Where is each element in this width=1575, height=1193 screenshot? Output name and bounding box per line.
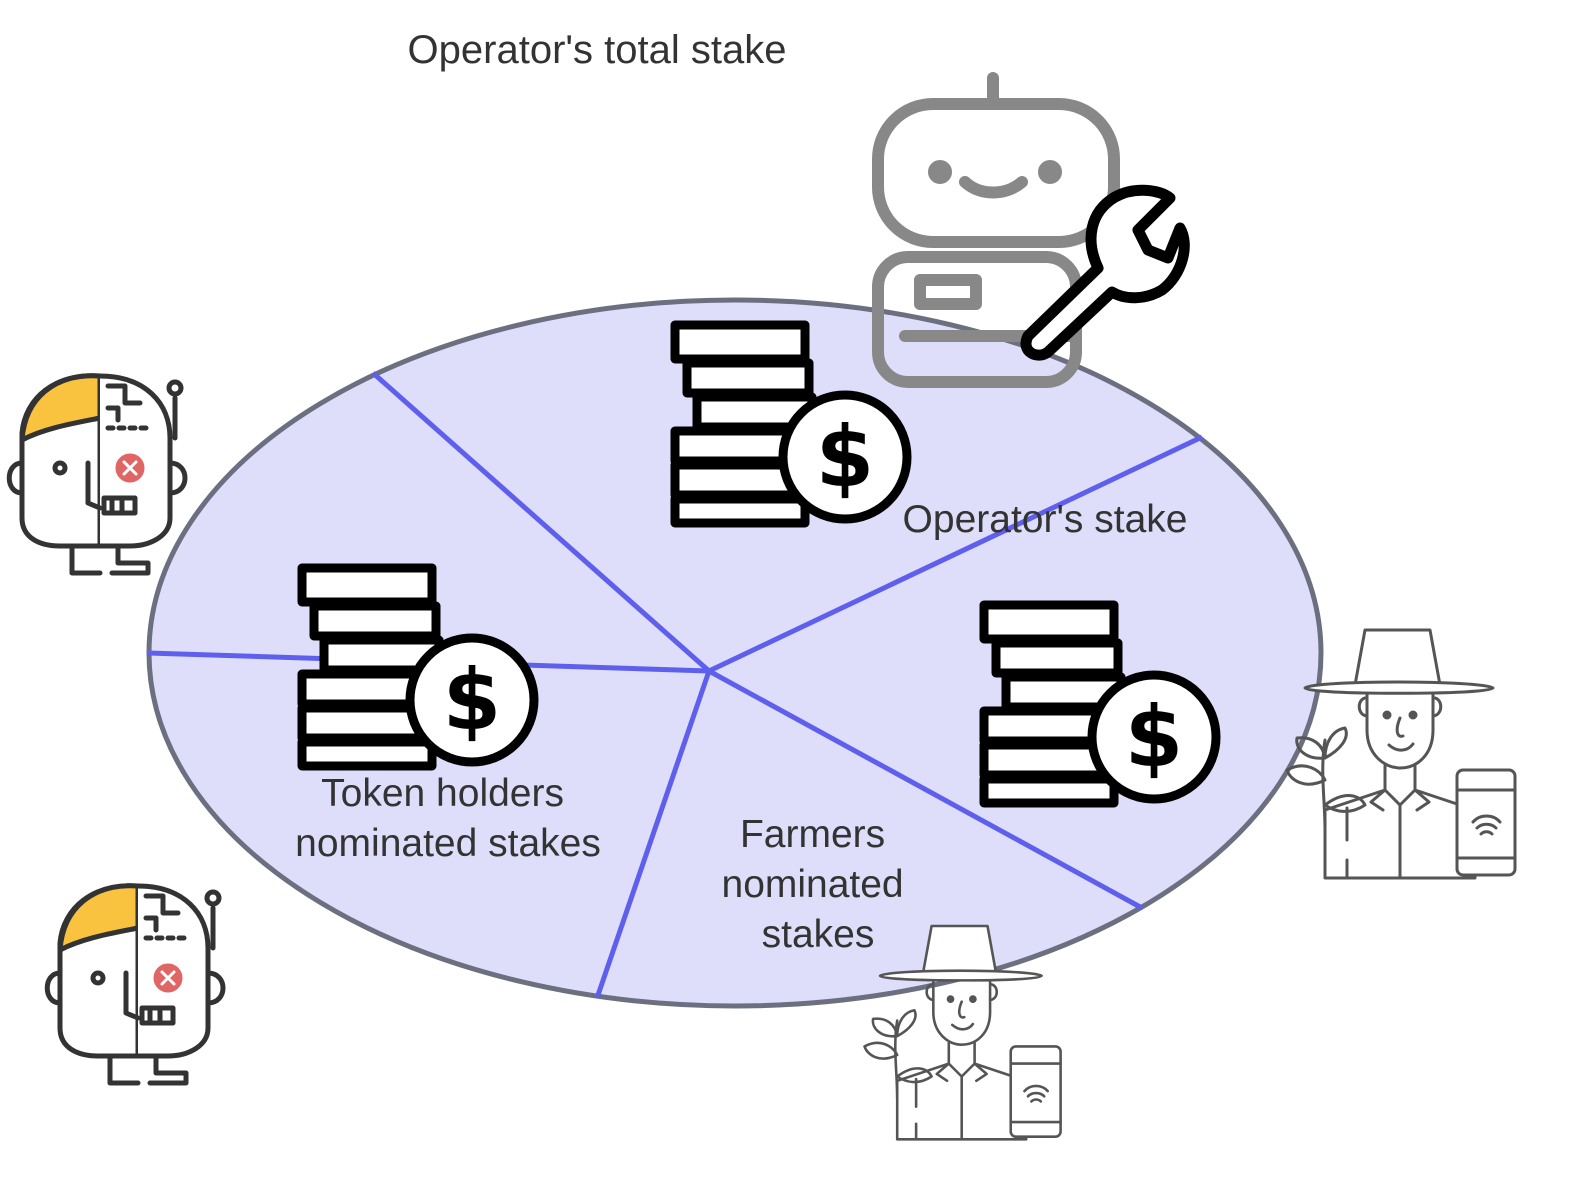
token-holders-label-line: Token holders (321, 772, 564, 815)
divider-line (707, 668, 1144, 911)
token-holders-label-line: nominated stakes (295, 822, 601, 865)
divider-line (707, 434, 1204, 674)
segment-dividers (147, 371, 1204, 999)
farmers-label-line: stakes (762, 913, 875, 956)
divider-line (371, 371, 711, 673)
divider-line (594, 670, 712, 999)
operator-stake-label: Operator's stake (903, 498, 1188, 541)
farmers-label-line: Farmers (740, 813, 885, 856)
token-holders-label: Token holders nominated stakes (295, 772, 601, 865)
farmers-label: Farmers nominated stakes (722, 813, 915, 956)
half-human-half-robot-icon (9, 376, 185, 573)
farmers-label-line: nominated (722, 863, 904, 906)
half-human-half-robot-icon (47, 886, 223, 1083)
diagram-title: Operator's total stake (408, 28, 787, 72)
robot-with-wrench-icon (872, 72, 1190, 388)
